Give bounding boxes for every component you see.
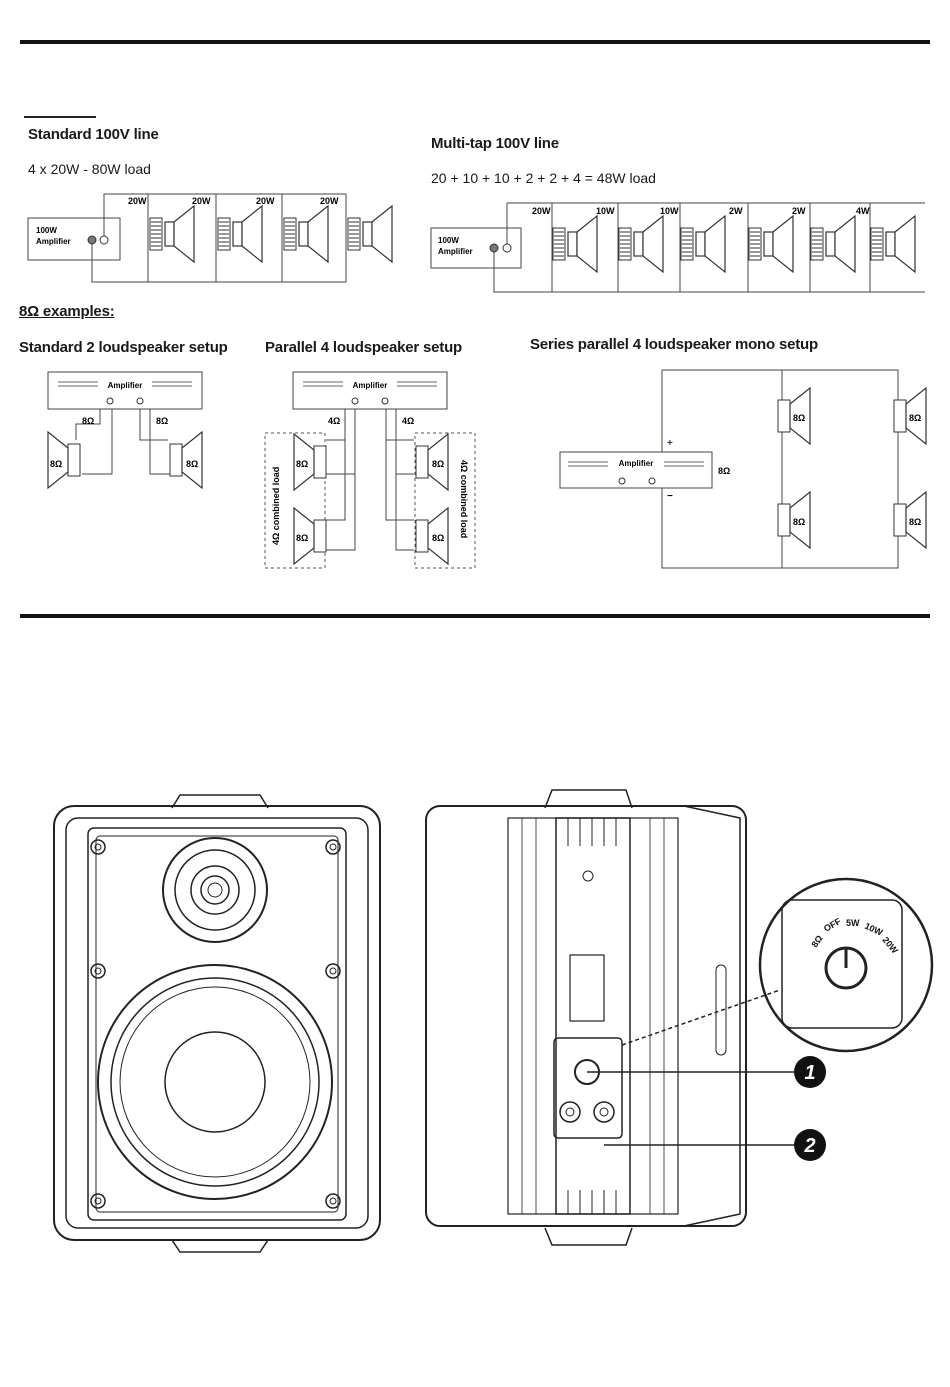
two-speaker-diagram: Amplifier 8Ω 8Ω 8Ω 8Ω: [47, 371, 203, 489]
standard-100v-load: 4 x 20W - 80W load: [28, 161, 151, 177]
two-speaker-amplifier: [47, 371, 203, 410]
standard-100v-diagram: 100W Amplifier 20W 20W 20W 20W: [27, 193, 393, 283]
standard-100v-title: Standard 100V line: [28, 126, 159, 143]
two-speaker-out-right: 8Ω: [156, 416, 168, 426]
tap-label-off: OFF: [822, 916, 843, 934]
parallel-diagram: Amplifier 4Ω 4Ω 8Ω 8Ω 8Ω 8Ω 4Ω combined …: [264, 371, 476, 569]
top-rule: [20, 40, 930, 44]
series-parallel-spk-3: 8Ω: [909, 413, 921, 423]
parallel-spk-2: 8Ω: [296, 533, 308, 543]
heading-underline: [24, 116, 96, 118]
standard-amp-line1: 100W: [36, 226, 57, 235]
tap-label-10w: 10W: [863, 921, 884, 938]
standard-amp-terminal-neg: [99, 235, 109, 245]
standard-tap-2: 20W: [192, 196, 211, 206]
zoom-circle: [758, 877, 934, 1053]
parallel-out-left: 4Ω: [328, 416, 340, 426]
tap-label-8ohm: 8Ω: [809, 933, 824, 949]
speaker-rear-view: [425, 789, 934, 1246]
speaker-front-view: [53, 794, 381, 1253]
multitap-tap-6: 4W: [856, 206, 870, 216]
parallel-spk-3: 8Ω: [432, 459, 444, 469]
parallel-spk-4: 8Ω: [432, 533, 444, 543]
multitap-100v-diagram: 100W Amplifier 20W 10W 10W 2W 2W 4W: [430, 202, 925, 293]
two-speaker-spk-right: 8Ω: [186, 459, 198, 469]
multitap-100v-title: Multi-tap 100V line: [431, 135, 559, 152]
multitap-amp-line2: Amplifier: [438, 247, 473, 256]
standard-tap-3: 20W: [256, 196, 275, 206]
multitap-amp-terminal-pos: [489, 243, 499, 253]
callout-2: 2: [794, 1129, 826, 1161]
multitap-amp-terminal-neg: [502, 243, 512, 253]
two-speaker-amp-label: Amplifier: [108, 381, 143, 390]
callout-2-label: 2: [803, 1135, 815, 1157]
multitap-tap-2: 10W: [596, 206, 615, 216]
parallel-amplifier: [292, 371, 448, 410]
parallel-amp-label: Amplifier: [353, 381, 388, 390]
callout-1-label: 1: [804, 1062, 815, 1084]
parallel-spk-1: 8Ω: [296, 459, 308, 469]
multitap-amp-line1: 100W: [438, 236, 459, 245]
series-parallel-diagram: Amplifier 8Ω + − 8Ω 8Ω 8Ω 8Ω: [559, 369, 927, 569]
series-parallel-amplifier: [559, 451, 713, 489]
parallel-title: Parallel 4 loudspeaker setup: [265, 339, 462, 356]
two-speaker-title: Standard 2 loudspeaker setup: [19, 339, 228, 356]
two-speaker-spk-left: 8Ω: [50, 459, 62, 469]
examples-header: 8Ω examples:: [19, 303, 115, 320]
series-parallel-load: 8Ω: [718, 466, 730, 476]
multitap-tap-3: 10W: [660, 206, 679, 216]
parallel-combined-load-left: 4Ω combined load: [271, 467, 281, 545]
tap-label-5w: 5W: [846, 918, 860, 928]
standard-amp-terminal-pos: [87, 235, 97, 245]
multitap-tap-5: 2W: [792, 206, 806, 216]
standard-tap-4: 20W: [320, 196, 339, 206]
multitap-tap-4: 2W: [729, 206, 743, 216]
series-parallel-spk-1: 8Ω: [793, 413, 805, 423]
callout-1: 1: [794, 1056, 826, 1088]
parallel-combined-load-right: 4Ω combined load: [459, 460, 469, 538]
series-parallel-title: Series parallel 4 loudspeaker mono setup: [530, 336, 818, 353]
series-parallel-amp-label: Amplifier: [619, 459, 654, 468]
standard-tap-1: 20W: [128, 196, 147, 206]
series-parallel-spk-4: 8Ω: [909, 517, 921, 527]
series-parallel-spk-2: 8Ω: [793, 517, 805, 527]
tap-label-20w: 20W: [880, 935, 900, 956]
multitap-tap-1: 20W: [532, 206, 551, 216]
multitap-100v-load: 20 + 10 + 10 + 2 + 2 + 4 = 48W load: [431, 170, 656, 186]
middle-rule: [20, 614, 930, 618]
standard-amp-line2: Amplifier: [36, 237, 71, 246]
series-parallel-minus: −: [667, 491, 673, 502]
two-speaker-out-left: 8Ω: [82, 416, 94, 426]
series-parallel-plus: +: [667, 438, 673, 449]
parallel-out-right: 4Ω: [402, 416, 414, 426]
